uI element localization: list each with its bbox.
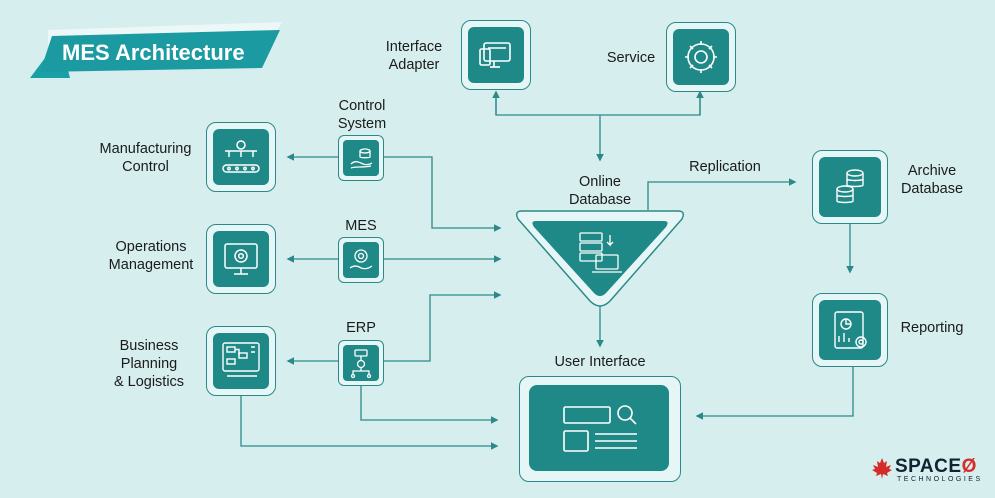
reporting-label: Reporting (900, 320, 964, 336)
planning-board-icon (213, 333, 269, 389)
gear-wrench-icon (673, 29, 729, 85)
control-to-database-arrow (384, 156, 502, 232)
user-interface-node[interactable] (519, 376, 681, 482)
online-database-node[interactable] (510, 205, 690, 315)
reporting-to-ui-arrow (695, 367, 854, 420)
logo-subtitle: TECHNOLOGIES (897, 476, 983, 483)
interface-adapter-icon (468, 27, 524, 83)
mes-label: MES (345, 218, 377, 234)
maple-leaf-logo-icon (872, 458, 892, 479)
interface-adapter-label: Interface Adapter (385, 39, 443, 73)
control-system-node[interactable] (338, 135, 384, 181)
archive-database-node[interactable] (812, 150, 888, 224)
logo-wordmark: SPACEØ (895, 456, 977, 477)
erp-label: ERP (346, 320, 376, 336)
service-node[interactable] (666, 22, 736, 92)
interface-adapter-node[interactable] (461, 20, 531, 90)
conveyor-robot-icon (213, 129, 269, 185)
user-interface-label: User Interface (554, 354, 646, 370)
service-label: Service (606, 50, 656, 66)
title-banner (30, 22, 282, 78)
erp-to-ui-arrow (360, 384, 499, 424)
erp-node[interactable] (338, 340, 384, 386)
business-planning-label: Business Planning & Logistics (113, 338, 185, 390)
replication-arrow (647, 178, 797, 210)
database-hand-icon (343, 140, 379, 176)
archive-database-label: Archive Database (900, 163, 964, 197)
manufacturing-control-node[interactable] (206, 122, 276, 192)
reporting-node[interactable] (812, 293, 888, 367)
monitor-gear-icon (213, 231, 269, 287)
adapter-service-bus (495, 96, 701, 116)
erp-network-icon (343, 345, 379, 381)
business-to-ui-arrow (240, 396, 499, 450)
page-title: MES Architecture (62, 40, 245, 65)
control-system-label: Control System (337, 98, 387, 132)
server-laptop-icon (579, 232, 622, 273)
report-chart-icon (819, 300, 881, 360)
erp-to-database-arrow (384, 291, 502, 362)
operations-management-label: Operations Management (108, 239, 194, 273)
operations-management-node[interactable] (206, 224, 276, 294)
gear-hand-icon (343, 242, 379, 278)
online-database-label: Online Database (568, 174, 632, 208)
business-planning-node[interactable] (206, 326, 276, 396)
mes-node[interactable] (338, 237, 384, 283)
manufacturing-control-label: Manufacturing Control (99, 141, 192, 175)
replication-label: Replication (689, 159, 761, 175)
archive-database-icon (819, 157, 881, 217)
ui-window-icon (529, 385, 669, 471)
